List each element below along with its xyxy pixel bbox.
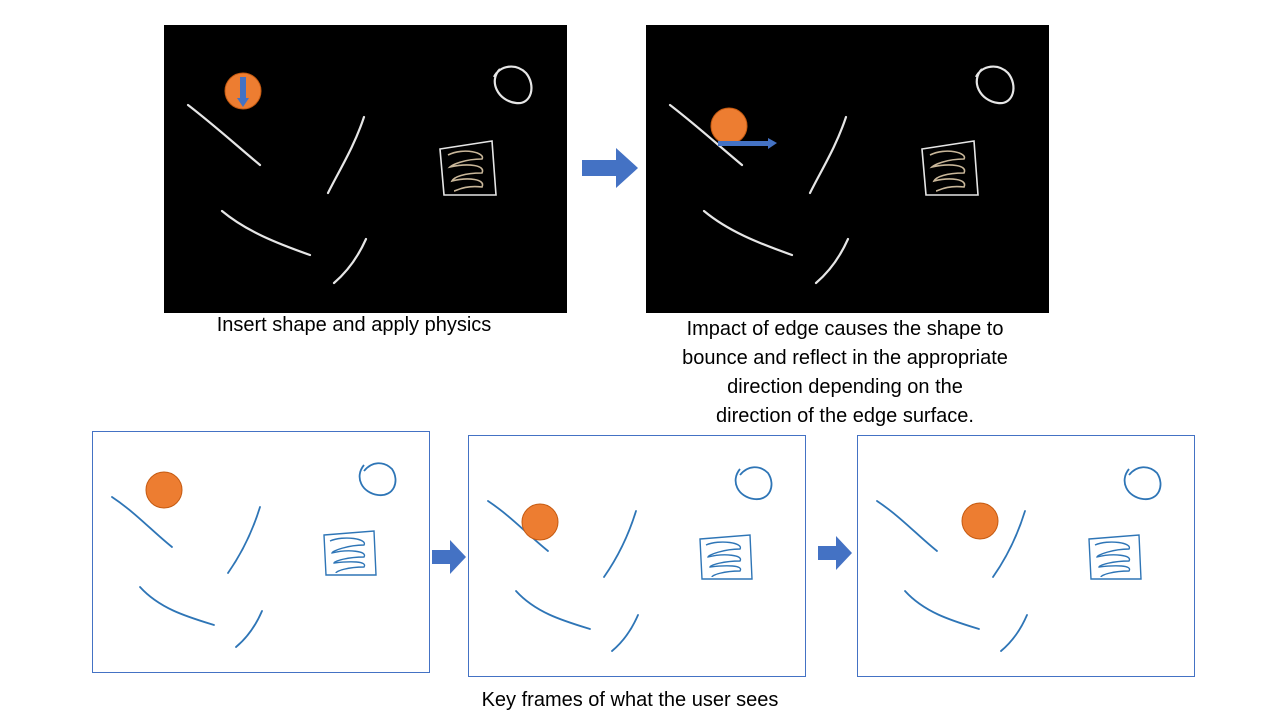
hand-drawn-circle-icon bbox=[358, 462, 397, 496]
scribbled-box-icon bbox=[323, 530, 377, 576]
keyframes-caption: Key frames of what the user sees bbox=[481, 689, 779, 711]
velocity-arrow-down-icon bbox=[237, 77, 249, 107]
keyframe-2 bbox=[468, 435, 806, 677]
next-step-arrow-icon bbox=[432, 540, 466, 574]
impact-canvas bbox=[646, 25, 1049, 313]
scribbled-box-icon bbox=[1088, 534, 1142, 580]
insert-caption: Insert shape and apply physics bbox=[216, 314, 492, 336]
scribbled-box-icon bbox=[439, 140, 497, 196]
velocity-arrow-right-icon bbox=[718, 138, 777, 149]
drawn-edges bbox=[186, 103, 368, 285]
hand-drawn-circle-icon bbox=[1123, 466, 1162, 500]
hand-drawn-circle-icon bbox=[734, 466, 773, 500]
orange-ball-icon bbox=[521, 503, 559, 541]
drawn-edges bbox=[668, 103, 850, 285]
impact-caption: Impact of edge causes the shape to bounc… bbox=[682, 318, 1008, 427]
insert-canvas bbox=[164, 25, 567, 313]
drawn-edges bbox=[111, 496, 263, 648]
orange-ball-icon bbox=[961, 502, 999, 540]
orange-ball-icon bbox=[710, 107, 748, 145]
next-step-arrow-icon bbox=[582, 148, 638, 188]
hand-drawn-circle-icon bbox=[975, 65, 1015, 105]
keyframe-1 bbox=[92, 431, 430, 673]
scribbled-box-icon bbox=[699, 534, 753, 580]
scribbled-box-icon bbox=[921, 140, 979, 196]
drawn-edges bbox=[487, 500, 639, 652]
hand-drawn-circle-icon bbox=[493, 65, 533, 105]
keyframe-3 bbox=[857, 435, 1195, 677]
drawn-edges bbox=[876, 500, 1028, 652]
next-step-arrow-icon bbox=[818, 536, 852, 570]
orange-ball-icon bbox=[145, 471, 183, 509]
